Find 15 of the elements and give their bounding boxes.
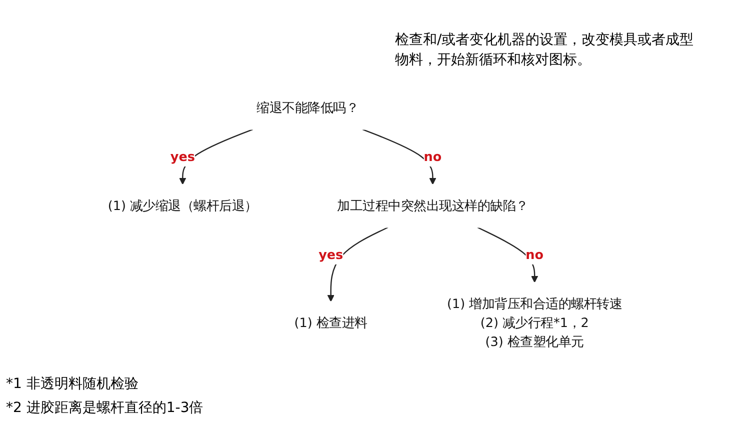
node-text: (1) 检查进料 xyxy=(294,315,368,330)
note-text: *1 非透明料随机检验 xyxy=(6,375,140,394)
arrow xyxy=(477,226,538,283)
node-text: 加工过程中突然出现这样的缺陷？ xyxy=(337,198,528,214)
node-text: (1) 增加背压和合适的螺杆转速 (2) 减少行程*1，2 (3) 检查塑化单元 xyxy=(447,296,622,350)
node-text: 缩退不能降低吗？ xyxy=(256,100,359,116)
arrow xyxy=(362,128,436,185)
edge-label: no xyxy=(526,246,544,262)
note-text: 检查和/或者变化机器的设置，改变模具或者成型物料，开始新循环和核对图标。 xyxy=(395,31,695,70)
edge-label: no xyxy=(424,148,442,164)
arrow xyxy=(327,226,388,302)
node-text: (1) 减少缩退（螺杆后退） xyxy=(108,198,258,214)
edge-label: yes xyxy=(318,246,344,262)
edge-label: yes xyxy=(170,148,195,164)
note-text: *2 进胶距离是螺杆直径的1-3倍 xyxy=(6,399,204,418)
